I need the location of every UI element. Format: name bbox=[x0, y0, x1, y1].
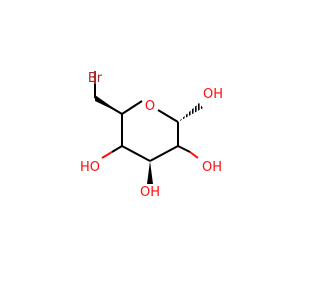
wedge-bond-c5-c6 bbox=[95, 95, 122, 114]
bond-o-c1 bbox=[157, 109, 179, 123]
hash-bond-c1-oh bbox=[178, 103, 203, 122]
bromine-label: Br bbox=[88, 71, 103, 86]
wedge-bond-c3-oh bbox=[147, 161, 153, 184]
hetero-bond-segments bbox=[94, 71, 199, 159]
bond-c4-oh-colored bbox=[101, 151, 113, 159]
hydroxyl-c1-label: OH bbox=[203, 87, 223, 102]
bond-c4-oh-black bbox=[111, 145, 123, 153]
bond-c2-oh-colored bbox=[189, 151, 199, 159]
bond-c5-o bbox=[121, 100, 143, 115]
substituent-bonds bbox=[111, 145, 191, 153]
hydroxyl-c3-label: OH bbox=[140, 185, 160, 200]
molecule-structure: O Br OH OH OH HO bbox=[80, 71, 223, 200]
hydroxyl-c2-label: OH bbox=[202, 160, 222, 175]
ring-bonds bbox=[94, 84, 179, 162]
ring-oxygen-label: O bbox=[145, 99, 155, 114]
bond-c2-c3 bbox=[149, 145, 179, 162]
bond-c2-oh-black bbox=[177, 145, 191, 153]
hydroxyl-c4-label: HO bbox=[80, 160, 100, 175]
atom-labels: O Br OH OH OH HO bbox=[80, 71, 223, 200]
bond-c3-c4 bbox=[121, 145, 151, 162]
